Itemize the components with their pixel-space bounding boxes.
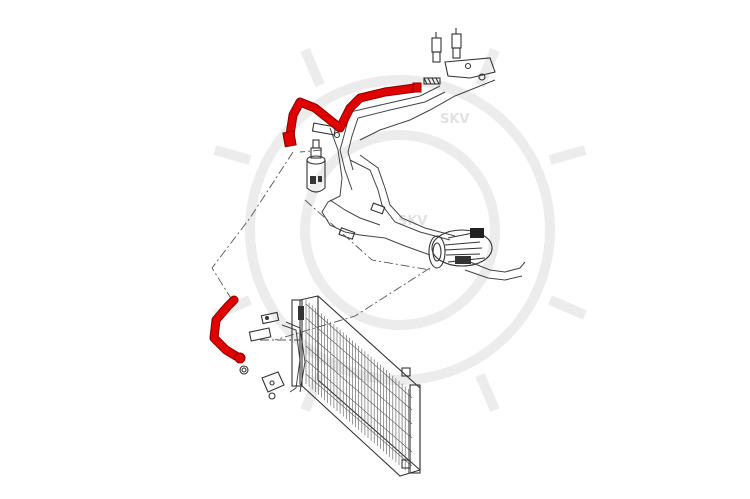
pressure-switch-right <box>451 28 462 59</box>
condenser-fitting <box>248 311 280 342</box>
lower-refrigerant-hose[interactable] <box>209 295 246 364</box>
upper-refrigerant-hose[interactable] <box>282 82 422 148</box>
watermark-text-1: SKV <box>440 112 470 127</box>
o-ring-seal <box>239 365 249 375</box>
pressure-switch-left <box>431 32 442 63</box>
service-valve-top <box>423 77 441 85</box>
ac-compressor <box>428 228 493 269</box>
watermark-gear <box>213 48 587 412</box>
condenser-fins <box>305 300 409 474</box>
ac-condenser <box>291 295 421 477</box>
condenser-bracket <box>261 371 285 400</box>
line-fitting-top <box>311 122 341 139</box>
receiver-drier <box>306 139 326 193</box>
watermark-text-2: SKV <box>398 214 428 229</box>
mounting-bracket <box>444 57 496 81</box>
line-fitting-mid <box>338 202 386 240</box>
